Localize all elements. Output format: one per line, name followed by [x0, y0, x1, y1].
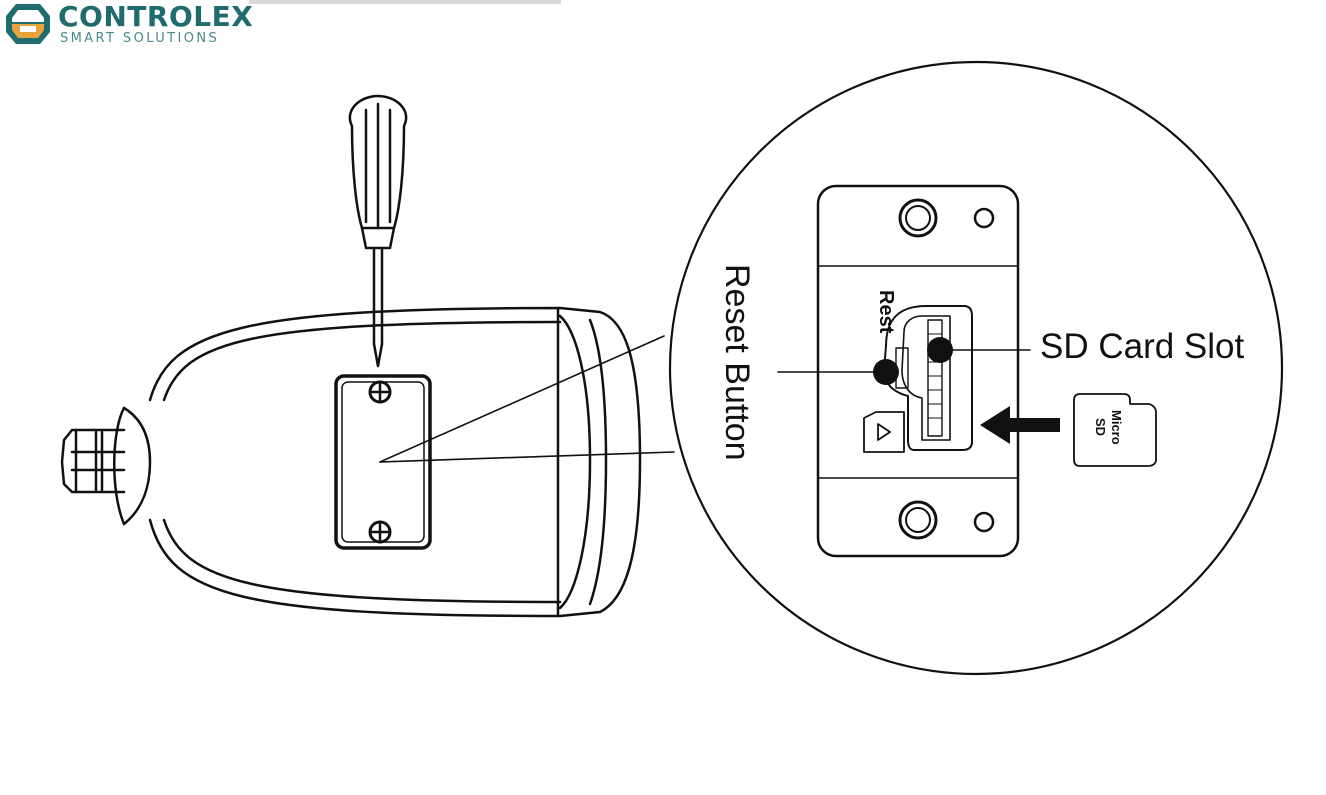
reset-button-label: Reset Button	[718, 264, 756, 461]
rest-marking-label: Rest	[875, 290, 897, 334]
micro-sd-card-icon	[1073, 393, 1157, 467]
sd-card-symbol-icon	[863, 411, 905, 453]
callout-leaders	[777, 349, 1031, 373]
detail-magnifier-circle	[668, 60, 1284, 676]
header-divider	[249, 0, 561, 4]
sd-slot-marker	[927, 337, 953, 363]
detail-panel	[816, 184, 1020, 558]
controlex-logo: CONTROLEX SMART SOLUTIONS	[4, 0, 253, 48]
logo-tagline: SMART SOLUTIONS	[60, 31, 220, 46]
screw-bottom-icon	[368, 520, 392, 544]
logo-name: CONTROLEX	[58, 0, 254, 33]
sd-card-slot	[883, 305, 973, 451]
reset-button-marker	[873, 359, 899, 385]
micro-sd-label-bottom: SD	[1093, 418, 1108, 436]
sd-card-slot-label: SD Card Slot	[1040, 327, 1245, 366]
micro-sd-label-top: Micro	[1109, 410, 1124, 445]
insert-arrow-icon	[980, 406, 1060, 444]
screw-top-icon	[368, 380, 392, 404]
mount-bracket	[60, 406, 152, 526]
screwdriver-icon	[348, 94, 408, 368]
magnify-leader-lines	[379, 335, 675, 463]
camera-body	[148, 306, 642, 618]
logo-hexagon-icon	[6, 4, 50, 44]
